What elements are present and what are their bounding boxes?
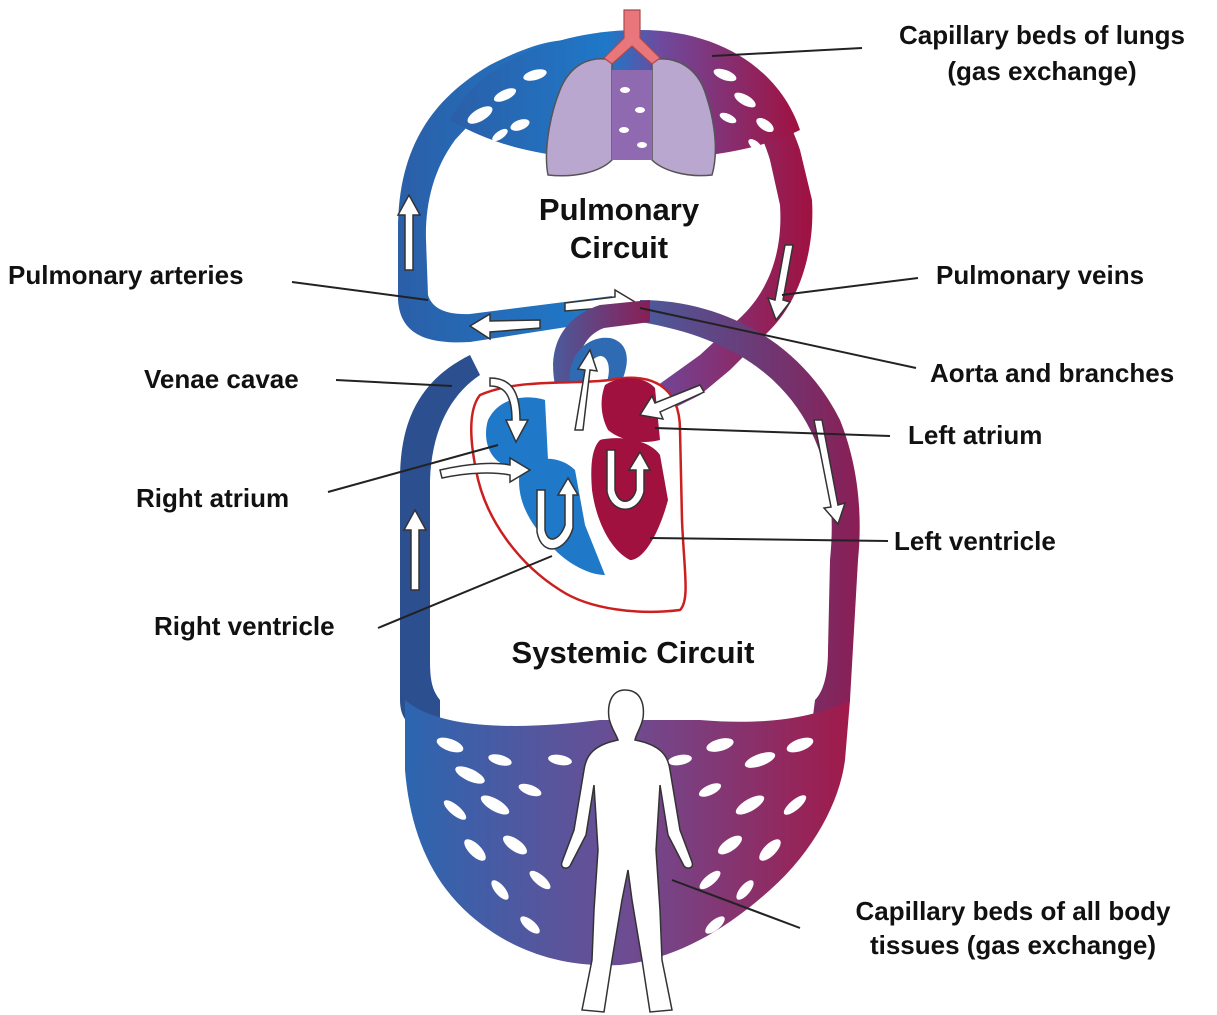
left-ventricle-label: Left ventricle (894, 526, 1056, 556)
venae-cavae-label: Venae cavae (144, 364, 299, 394)
capillary-lungs-label-line2: (gas exchange) (947, 56, 1136, 86)
heart (440, 350, 704, 612)
capillary-body-label-line1: Capillary beds of all body (856, 896, 1171, 926)
pulmonary-circuit-title-line2: Circuit (570, 230, 668, 265)
pulmonary-circuit-title-line1: Pulmonary (539, 192, 700, 227)
right-ventricle-label: Right ventricle (154, 611, 335, 641)
capillary-lungs-label-line1: Capillary beds of lungs (899, 20, 1185, 50)
aorta-branches-label: Aorta and branches (930, 358, 1174, 388)
capillary-body-label-line2: tissues (gas exchange) (870, 930, 1156, 960)
pulmonary-veins-label: Pulmonary veins (936, 260, 1144, 290)
lungs (547, 10, 716, 176)
pulmonary-arteries-label: Pulmonary arteries (8, 260, 244, 290)
systemic-circuit-title: Systemic Circuit (512, 635, 755, 670)
right-atrium-label: Right atrium (136, 483, 289, 513)
left-atrium-label: Left atrium (908, 420, 1042, 450)
